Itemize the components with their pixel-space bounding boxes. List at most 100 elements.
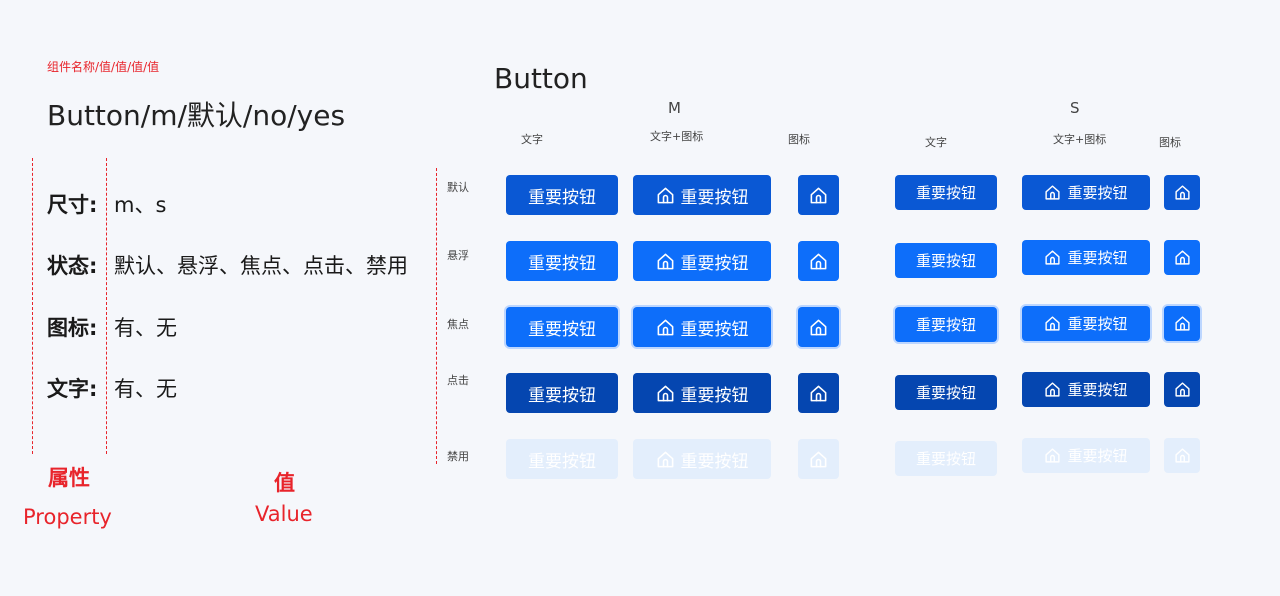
property-divider-left xyxy=(32,158,33,454)
column-header-text-icon-s: 文字+图标 xyxy=(1053,133,1107,146)
home-icon xyxy=(1044,447,1061,464)
button-label: 重要按钮 xyxy=(915,316,976,334)
button-label: 重要按钮 xyxy=(1067,315,1128,333)
size-header-m: M xyxy=(668,99,681,117)
property-key: 状态: xyxy=(47,254,98,278)
state-divider xyxy=(436,168,437,464)
button-label: 重要按钮 xyxy=(680,187,749,208)
button-label: 重要按钮 xyxy=(528,253,596,274)
home-icon xyxy=(656,450,675,469)
button-s-text-icon-disabled: 重要按钮 xyxy=(1022,438,1150,473)
property-key: 图标: xyxy=(47,316,98,340)
button-m-icon-pressed[interactable] xyxy=(798,373,839,413)
home-icon xyxy=(1174,315,1191,332)
button-label: 重要按钮 xyxy=(528,385,596,406)
state-label-focus: 焦点 xyxy=(447,318,469,331)
home-icon xyxy=(1044,381,1061,398)
home-icon xyxy=(809,384,828,403)
column-header-text-icon-m: 文字+图标 xyxy=(650,130,704,143)
button-label: 重要按钮 xyxy=(915,450,976,468)
button-s-text-default[interactable]: 重要按钮 xyxy=(895,175,997,210)
button-label: 重要按钮 xyxy=(1067,249,1128,267)
home-icon xyxy=(1174,381,1191,398)
button-label: 重要按钮 xyxy=(680,451,749,472)
button-label: 重要按钮 xyxy=(680,253,749,274)
button-s-text-pressed[interactable]: 重要按钮 xyxy=(895,375,997,410)
home-icon xyxy=(1044,249,1061,266)
button-s-icon-focus[interactable] xyxy=(1164,306,1200,341)
column-header-icon-s: 图标 xyxy=(1159,136,1181,149)
button-m-icon-default[interactable] xyxy=(798,175,839,215)
property-key: 尺寸: xyxy=(47,193,98,217)
legend-property-cn: 属性 xyxy=(48,466,90,490)
button-label: 重要按钮 xyxy=(1067,447,1128,465)
button-m-text-default[interactable]: 重要按钮 xyxy=(506,175,618,215)
home-icon xyxy=(1044,315,1061,332)
property-values: 默认、悬浮、焦点、点击、禁用 xyxy=(114,254,408,278)
button-label: 重要按钮 xyxy=(528,187,596,208)
component-title: Button xyxy=(494,62,588,95)
home-icon xyxy=(809,186,828,205)
example-component-name: Button/m/默认/no/yes xyxy=(47,99,346,132)
column-header-text-s: 文字 xyxy=(925,136,947,149)
button-label: 重要按钮 xyxy=(528,319,596,340)
button-label: 重要按钮 xyxy=(915,252,976,270)
property-values: 有、无 xyxy=(114,377,177,401)
home-icon xyxy=(656,252,675,271)
button-m-icon-focus[interactable] xyxy=(798,307,839,347)
home-icon xyxy=(656,318,675,337)
button-s-icon-default[interactable] xyxy=(1164,175,1200,210)
home-icon xyxy=(1044,184,1061,201)
naming-rule-label: 组件名称/值/值/值/值 xyxy=(47,60,160,74)
button-m-text-hover[interactable]: 重要按钮 xyxy=(506,241,618,281)
button-s-icon-disabled xyxy=(1164,438,1200,473)
button-m-text-icon-disabled: 重要按钮 xyxy=(633,439,771,479)
home-icon xyxy=(1174,249,1191,266)
button-label: 重要按钮 xyxy=(680,319,749,340)
button-m-text-icon-pressed[interactable]: 重要按钮 xyxy=(633,373,771,413)
state-label-disabled: 禁用 xyxy=(447,450,469,463)
button-m-icon-hover[interactable] xyxy=(798,241,839,281)
button-s-text-disabled: 重要按钮 xyxy=(895,441,997,476)
state-label-pressed: 点击 xyxy=(447,374,469,387)
button-label: 重要按钮 xyxy=(915,184,976,202)
button-label: 重要按钮 xyxy=(528,451,596,472)
property-divider-mid xyxy=(106,158,107,454)
home-icon xyxy=(656,384,675,403)
home-icon xyxy=(1174,184,1191,201)
state-label-hover: 悬浮 xyxy=(447,249,469,262)
home-icon xyxy=(656,186,675,205)
button-s-text-icon-pressed[interactable]: 重要按钮 xyxy=(1022,372,1150,407)
legend-property-en: Property xyxy=(23,505,112,529)
home-icon xyxy=(809,450,828,469)
property-values: m、s xyxy=(114,193,167,217)
button-m-text-pressed[interactable]: 重要按钮 xyxy=(506,373,618,413)
column-header-icon-m: 图标 xyxy=(788,133,810,146)
button-s-text-icon-hover[interactable]: 重要按钮 xyxy=(1022,240,1150,275)
button-m-text-icon-default[interactable]: 重要按钮 xyxy=(633,175,771,215)
property-key: 文字: xyxy=(47,377,98,401)
button-m-text-icon-focus[interactable]: 重要按钮 xyxy=(633,307,771,347)
button-s-text-icon-default[interactable]: 重要按钮 xyxy=(1022,175,1150,210)
home-icon xyxy=(1174,447,1191,464)
button-m-text-focus[interactable]: 重要按钮 xyxy=(506,307,618,347)
button-s-text-focus[interactable]: 重要按钮 xyxy=(895,307,997,342)
button-s-text-icon-focus[interactable]: 重要按钮 xyxy=(1022,306,1150,341)
button-m-icon-disabled xyxy=(798,439,839,479)
legend-value-cn: 值 xyxy=(274,471,295,495)
button-label: 重要按钮 xyxy=(680,385,749,406)
button-m-text-icon-hover[interactable]: 重要按钮 xyxy=(633,241,771,281)
button-s-icon-hover[interactable] xyxy=(1164,240,1200,275)
property-values: 有、无 xyxy=(114,316,177,340)
button-label: 重要按钮 xyxy=(915,384,976,402)
button-label: 重要按钮 xyxy=(1067,381,1128,399)
state-label-default: 默认 xyxy=(447,181,469,194)
home-icon xyxy=(809,318,828,337)
button-s-icon-pressed[interactable] xyxy=(1164,372,1200,407)
legend-value-en: Value xyxy=(255,502,313,526)
column-header-text-m: 文字 xyxy=(521,133,543,146)
size-header-s: S xyxy=(1070,99,1080,117)
home-icon xyxy=(809,252,828,271)
button-s-text-hover[interactable]: 重要按钮 xyxy=(895,243,997,278)
button-m-text-disabled: 重要按钮 xyxy=(506,439,618,479)
